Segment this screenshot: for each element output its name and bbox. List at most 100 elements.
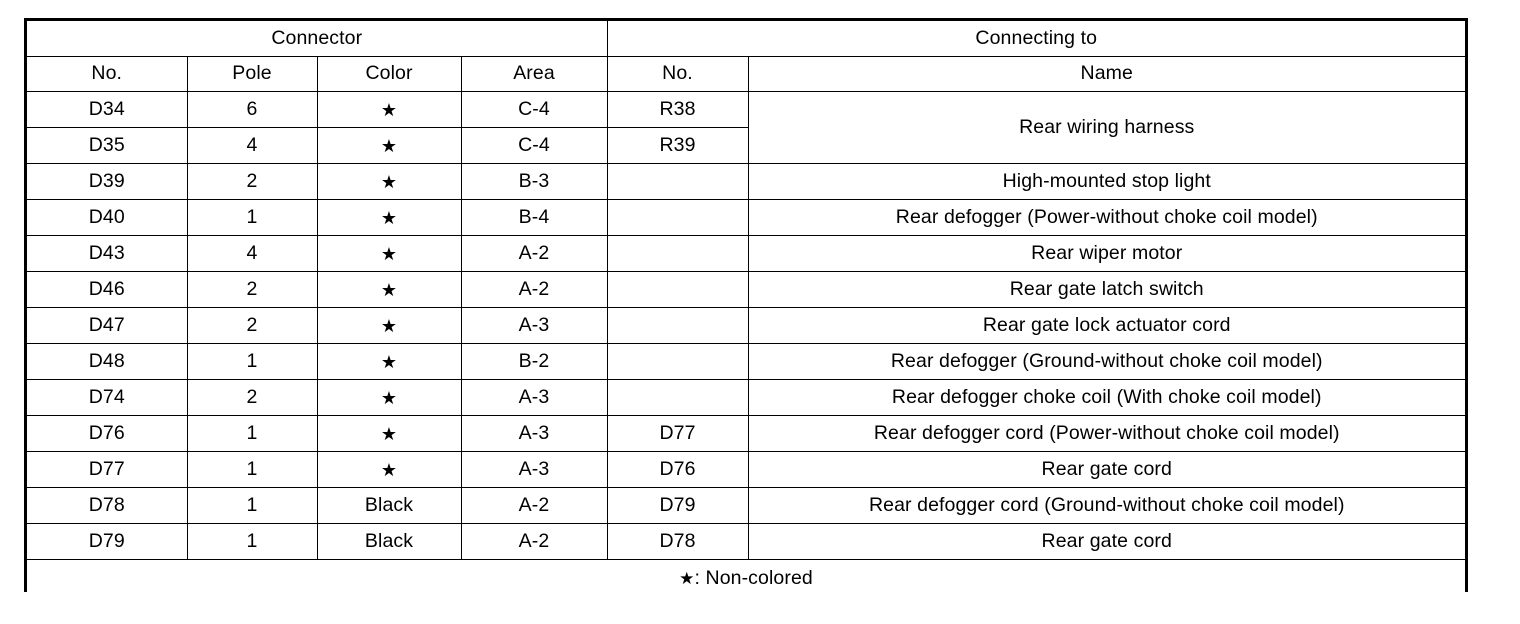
cell-connector-area: A-2 [460,486,608,524]
cell-connecting-name: High-mounted stop light [747,162,1465,200]
cell-connector-no: D76 [27,414,188,452]
star-icon: ★ [380,423,398,444]
cell-connector-area: B-3 [460,162,608,200]
cell-connecting-no [606,198,749,236]
cell-connector-no: D39 [27,162,188,200]
star-icon: ★ [679,568,695,588]
cell-connecting-no [606,270,749,308]
cell-connector-area: A-2 [460,234,608,272]
cell-connecting-name: Rear wiring harness [747,90,1465,164]
cell-connecting-no: D78 [606,522,749,560]
cell-connecting-no [606,306,749,344]
cell-connecting-no: R38 [606,90,749,128]
star-icon: ★ [380,459,398,480]
cell-connecting-name: Rear gate cord [747,522,1465,560]
column-header-connector-color: Color [316,55,462,92]
cell-connector-color: ★ [316,270,462,308]
column-header-connector-pole: Pole [186,55,318,92]
cell-connector-pole: 1 [186,414,318,452]
cell-connecting-name: Rear defogger cord (Power-without choke … [747,414,1465,452]
cell-connecting-name: Rear wiper motor [747,234,1465,272]
cell-connector-pole: 1 [186,522,318,560]
cell-connecting-name: Rear defogger (Power-without choke coil … [747,198,1465,236]
cell-connector-area: A-3 [460,378,608,416]
cell-connecting-no: D76 [606,450,749,488]
cell-connector-no: D74 [27,378,188,416]
star-icon: ★ [380,99,398,120]
legend-text: : Non-colored [694,566,813,589]
group-header-connecting-to: Connecting to [606,21,1465,57]
cell-connector-area: A-2 [460,270,608,308]
cell-connector-color: ★ [316,198,462,236]
cell-connecting-name: Rear defogger (Ground-without choke coil… [747,342,1465,380]
cell-connecting-no: D77 [606,414,749,452]
cell-connector-color: ★ [316,378,462,416]
cell-connector-color: ★ [316,414,462,452]
cell-connector-color: ★ [316,342,462,380]
cell-connector-pole: 1 [186,342,318,380]
cell-connector-no: D35 [27,126,188,164]
table-legend-row: ★: Non-colored [27,558,1465,596]
cell-connector-no: D78 [27,486,188,524]
cell-connector-area: B-2 [460,342,608,380]
column-header-connecting-name: Name [747,55,1465,92]
cell-connector-color: Black [316,486,462,524]
cell-connector-no: D48 [27,342,188,380]
cell-connector-color: Black [316,522,462,560]
cell-connector-area: B-4 [460,198,608,236]
cell-connecting-name: Rear gate cord [747,450,1465,488]
star-icon: ★ [380,279,398,300]
cell-connector-pole: 2 [186,162,318,200]
cell-connecting-no: D79 [606,486,749,524]
cell-connector-color: ★ [316,234,462,272]
cell-connector-pole: 2 [186,378,318,416]
cell-connector-pole: 6 [186,90,318,128]
group-header-connector: Connector [27,21,608,57]
cell-connecting-no [606,342,749,380]
cell-connector-area: C-4 [460,90,608,128]
column-header-connector-no: No. [27,55,188,92]
cell-connecting-no [606,162,749,200]
cell-connecting-name: Rear defogger cord (Ground-without choke… [747,486,1465,524]
cell-connecting-name: Rear gate latch switch [747,270,1465,308]
star-icon: ★ [380,135,398,156]
cell-connector-pole: 1 [186,450,318,488]
cell-connector-color: ★ [316,306,462,344]
star-icon: ★ [380,243,398,264]
cell-connector-no: D46 [27,270,188,308]
star-icon: ★ [380,351,398,372]
column-header-connector-area: Area [460,55,608,92]
cell-connector-area: A-3 [460,306,608,344]
cell-connecting-no [606,234,749,272]
cell-connector-no: D43 [27,234,188,272]
cell-connector-color: ★ [316,450,462,488]
cell-connector-color: ★ [316,162,462,200]
cell-connector-no: D47 [27,306,188,344]
cell-connector-pole: 4 [186,126,318,164]
cell-connector-area: A-3 [460,414,608,452]
cell-connector-no: D34 [27,90,188,128]
star-icon: ★ [380,207,398,228]
cell-connector-area: C-4 [460,126,608,164]
cell-connector-area: A-3 [460,450,608,488]
cell-connector-pole: 2 [186,306,318,344]
star-icon: ★ [380,171,398,192]
cell-connector-pole: 1 [186,198,318,236]
cell-connector-no: D77 [27,450,188,488]
cell-connecting-no: R39 [606,126,748,164]
cell-connector-no: D40 [27,198,188,236]
